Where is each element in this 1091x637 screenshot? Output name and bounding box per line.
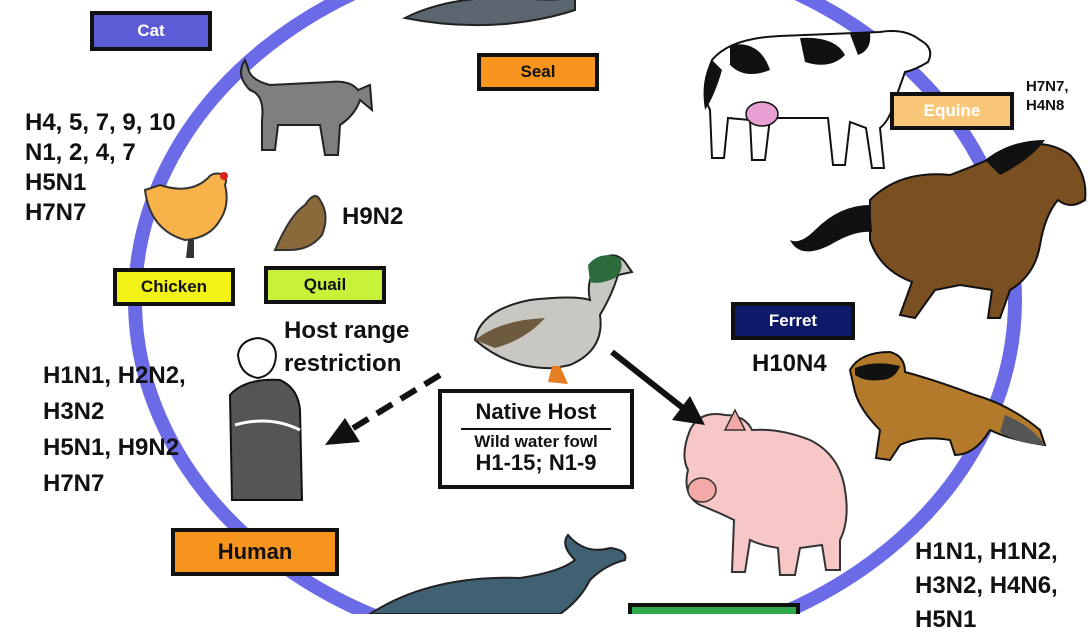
seal-label: Seal [477, 53, 599, 91]
quail-label: Quail [264, 266, 386, 304]
subtype-line: N1, 2, 4, 7 [25, 139, 136, 166]
subtype-line: H5N1, H9N2 [43, 434, 180, 461]
arrow-to-pig [610, 349, 705, 425]
subtype-line: H4N8 [1026, 96, 1065, 114]
human-subtypes: H1N1, H2N2, H3N2 H5N1, H9N2 H7N7 [43, 358, 186, 502]
quail-subtypes: H9N2 [342, 203, 404, 230]
diagram-artwork [128, 0, 1087, 614]
subtype-line: H7N7 [25, 199, 87, 226]
pig-icon [683, 408, 848, 576]
equine-subtypes: H7N7, H4N8 [1026, 78, 1069, 116]
ferret-label: Ferret [731, 302, 855, 340]
influenza-host-range-diagram: Cat Seal Equine Ferret Chicken Quail Hum… [25, 0, 1087, 633]
ferret-icon [848, 350, 1047, 462]
subtype-line: H5N1 [25, 169, 87, 196]
cat-chicken-subtypes: H4, 5, 7, 9, 10 N1, 2, 4, 7 H5N1 H7N7 [25, 108, 176, 228]
subtype-line: H3N2 [43, 398, 105, 425]
host-range-line: restriction [284, 350, 402, 377]
native-host-subtypes: H1-15; N1-9 [475, 450, 597, 475]
swine-subtypes: H1N1, H1N2, H3N2, H4N6, H5N1 [915, 535, 1058, 637]
swine-label-box [628, 603, 800, 614]
subtype-line: H7N7, [1026, 78, 1069, 95]
human-icon [228, 336, 304, 501]
ferret-subtypes: H10N4 [752, 350, 827, 377]
horse-icon [790, 140, 1087, 320]
host-range-line: Host range [284, 317, 410, 344]
chicken-icon [143, 172, 228, 258]
native-host-box: Native Host Wild water fowl H1-15; N1-9 [438, 389, 634, 489]
human-label: Human [171, 528, 339, 576]
duck-icon [473, 254, 634, 384]
seal-icon [401, 0, 576, 27]
whale-icon [368, 533, 627, 614]
native-host-subtitle: Wild water fowl [474, 432, 598, 451]
cow-icon [703, 30, 932, 169]
subtype-line: H5N1 [915, 606, 977, 633]
chicken-label: Chicken [113, 268, 235, 306]
cat-icon [240, 57, 374, 156]
subtype-line: H1N1, H2N2, [43, 362, 186, 389]
host-range-restriction-text: Host range restriction [284, 314, 409, 380]
subtype-line: H4, 5, 7, 9, 10 [25, 109, 176, 136]
subtype-line: H7N7 [43, 470, 105, 497]
equine-label: Equine [890, 92, 1014, 130]
arrow-to-human-dashed [325, 372, 442, 445]
native-host-divider [461, 428, 611, 430]
cat-label: Cat [90, 11, 212, 51]
quail-icon [273, 195, 327, 251]
native-host-title: Native Host [475, 399, 597, 424]
subtype-line: H3N2, H4N6, [915, 572, 1058, 599]
subtype-line: H1N1, H1N2, [915, 538, 1058, 565]
